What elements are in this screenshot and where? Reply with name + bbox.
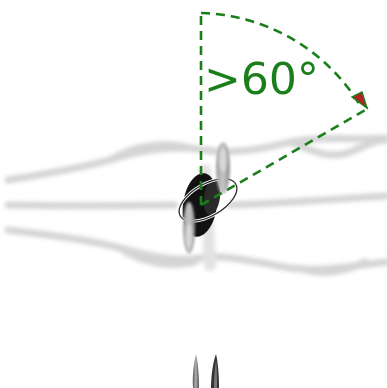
- angle-label: >60°: [204, 54, 319, 105]
- arrowhead-icon: [352, 92, 368, 108]
- bottom-tips: [193, 354, 219, 388]
- lower-appendage: [183, 202, 195, 254]
- upper-appendage: [216, 142, 230, 194]
